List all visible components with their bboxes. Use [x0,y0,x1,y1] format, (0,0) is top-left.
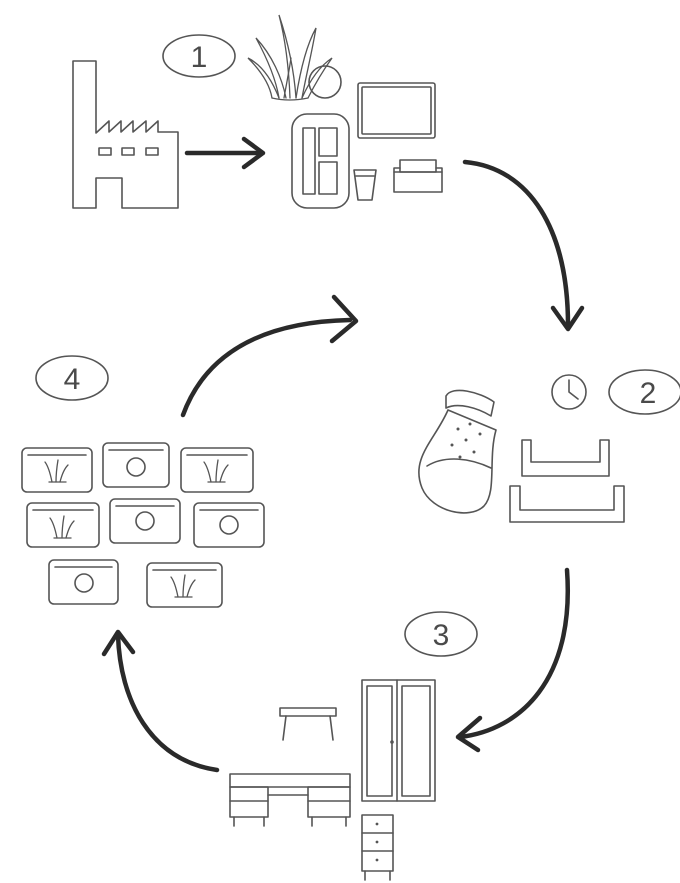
planter-box-icon [180,447,254,493]
planter-box-icon [109,498,181,544]
planter-grid [21,442,265,608]
step-1-badge: 1 [162,34,236,78]
sofa-product-icon [393,159,443,193]
arrow-planters-to-products [180,294,359,418]
arrow-step2-to-furniture [455,567,571,753]
arrow-furniture-to-planters [101,629,220,773]
wardrobe-icon [361,679,436,802]
raw-materials-icon [247,14,342,101]
fertilizer-bag-icon [418,389,497,514]
tray-product-icon [357,82,436,139]
side-table-icon [279,707,337,741]
products-icon [291,82,443,209]
aloe-plant-icon [247,14,333,101]
planter-box-icon [21,447,93,493]
planter-box-icon [102,442,170,488]
step-2-label: 2 [640,377,657,410]
planter-box-icon [48,559,119,605]
furniture-icon [229,679,436,881]
bin-product-icon [353,169,377,201]
cabinet-product-icon [291,113,350,209]
step-4-label: 4 [64,363,81,396]
step-1-label: 1 [191,41,208,74]
desk-icon [229,773,351,827]
step-3-badge: 3 [404,611,478,657]
step-4-badge: 4 [35,355,109,401]
arrow-factory-to-products [184,136,266,170]
arrow-products-to-step2 [462,159,585,332]
planter-box-icon [193,502,265,548]
planter-box-icon [146,562,223,608]
step-3-label: 3 [433,619,450,652]
factory-icon [72,60,179,209]
tray-icon [509,439,625,523]
step-2-badge: 2 [608,369,680,415]
ball-icon [308,65,342,99]
clock-icon [551,374,587,410]
planter-box-icon [26,502,100,548]
filing-cabinet-icon [361,814,394,881]
